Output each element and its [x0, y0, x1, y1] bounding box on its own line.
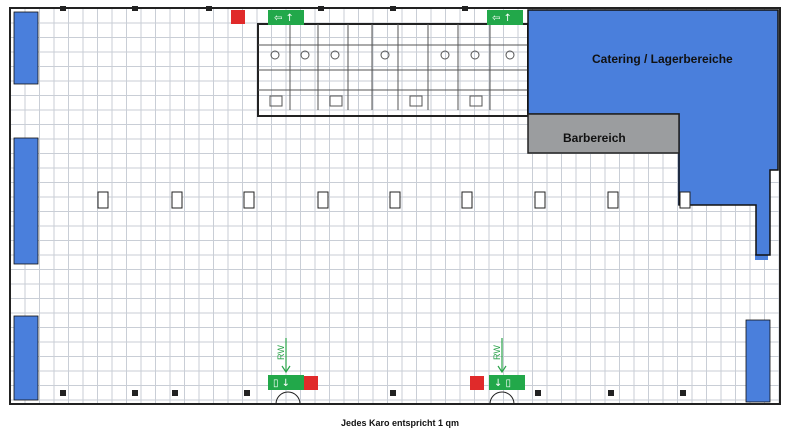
door — [275, 391, 515, 405]
wall-segment-left-mid — [13, 137, 39, 265]
bar-zone-label: Barbereich — [563, 131, 626, 145]
emergency-exit-icon: ⇦ ↑ — [487, 10, 523, 25]
scale-caption: Jedes Karo entspricht 1 qm — [340, 418, 460, 428]
fire-extinguisher-icon — [304, 376, 318, 390]
escape-route-arrow — [281, 338, 507, 374]
perimeter-columns — [60, 6, 686, 396]
escape-route-label: RW — [276, 345, 286, 360]
restroom-block — [257, 23, 529, 117]
svg-text:⇦ ↑: ⇦ ↑ — [492, 13, 512, 24]
wall-segment-right-bottom — [745, 319, 771, 403]
wall-segment-left-top — [13, 11, 39, 85]
emergency-exit-icon: ▯ ↓ — [268, 375, 304, 390]
emergency-exit-icon: ↓ ▯ — [489, 375, 525, 390]
svg-text:⇦ ↑: ⇦ ↑ — [274, 13, 294, 24]
svg-text:▯ ↓: ▯ ↓ — [273, 378, 290, 389]
wall-segment-left-bottom — [13, 315, 39, 401]
emergency-exit-icon: ⇦ ↑ — [268, 10, 304, 25]
escape-route-label: RW — [492, 345, 502, 360]
columns — [97, 191, 691, 209]
svg-text:↓ ▯: ↓ ▯ — [494, 378, 511, 389]
fire-extinguisher-icon — [231, 10, 245, 24]
bar-zone — [527, 113, 680, 154]
catering-zone-label: Catering / Lagerbereiche — [592, 52, 733, 66]
fire-extinguisher-icon — [470, 376, 484, 390]
